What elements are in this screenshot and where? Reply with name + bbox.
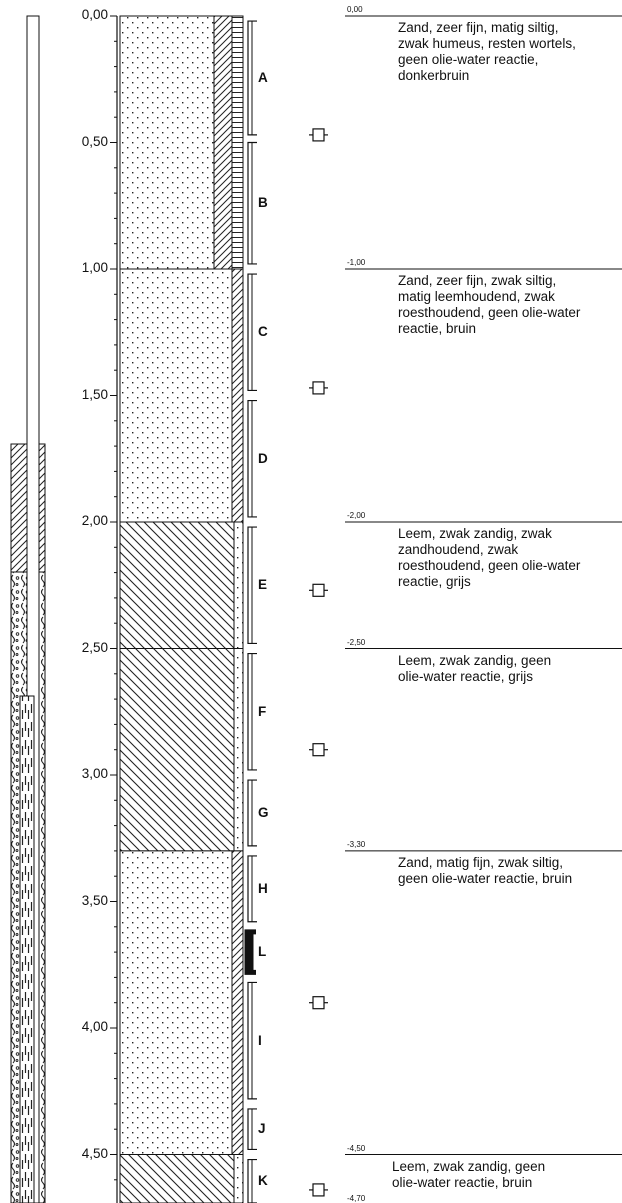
sand-admixture-strip <box>233 521 244 649</box>
description-line: matig leemhoudend, zwak <box>398 289 555 304</box>
description-line: zandhoudend, zwak <box>398 542 519 557</box>
depth-tick-label: 1,50 <box>81 386 108 402</box>
sand-layer <box>119 850 233 1156</box>
sample-marker-icon <box>312 1183 325 1197</box>
sand-admixture-strip <box>233 1154 244 1203</box>
sand-admixture-strip <box>233 648 244 852</box>
sand-layer <box>119 268 233 523</box>
loam-layer <box>119 521 235 649</box>
boundary-depth-label: -2,00 <box>347 511 366 520</box>
bentonite-seal-left <box>10 443 28 573</box>
depth-tick-label: 3,00 <box>81 766 108 781</box>
sample-label: E <box>258 577 268 593</box>
loam-layer <box>119 648 235 852</box>
layer-description: Zand, matig fijn, zwak siltig,geen olie-… <box>398 855 572 887</box>
humus-strip <box>213 15 233 270</box>
description-line: Zand, zeer fijn, zwak siltig, <box>398 273 557 288</box>
description-line: zwak humeus, resten wortels, <box>398 36 576 51</box>
depth-axis <box>110 15 118 1203</box>
sample-marker-icon <box>312 996 325 1010</box>
silt-strip <box>231 15 244 270</box>
loam-admixture-strip <box>231 268 244 523</box>
depth-tick-label: 3,50 <box>81 892 108 908</box>
depth-tick-label: 4,00 <box>81 1019 108 1034</box>
description-boundaries <box>345 15 622 1155</box>
boundary-depth-label: -4,50 <box>347 1143 366 1153</box>
description-line: Zand, zeer fijn, matig siltig, <box>398 20 559 35</box>
sample-marker-icon <box>312 128 325 142</box>
final-depth-label: -4,70 <box>347 1194 366 1203</box>
sample-label: D <box>258 450 268 466</box>
description-line: reactie, bruin <box>398 321 477 336</box>
boundary-depth-label: -1,00 <box>347 258 366 267</box>
gravel-pack-right <box>38 571 46 1203</box>
boundary-depth-label: -3,30 <box>347 839 366 849</box>
boundary-depth-label: 0,00 <box>347 5 363 14</box>
description-line: geen olie-water reactie, bruin <box>398 870 573 886</box>
depth-tick-label: 1,00 <box>81 260 108 275</box>
sample-label: I <box>258 1032 262 1048</box>
sample-marker-icon <box>312 743 325 757</box>
sample-label: F <box>258 703 267 719</box>
sample-label: J <box>258 1121 266 1137</box>
description-line: roesthoudend, geen olie-water <box>398 305 581 320</box>
sample-label: H <box>258 880 268 896</box>
sample-marker-icon <box>312 381 325 395</box>
loam-admixture-strip <box>231 850 244 1156</box>
sample-label: B <box>258 195 268 211</box>
sample-label: G <box>258 804 269 820</box>
description-line: donkerbruin <box>398 68 470 83</box>
description-line: Leem, zwak zandig, geen <box>398 652 552 668</box>
description-line: Leem, zwak zandig, zwak <box>398 526 552 541</box>
sample-label: K <box>258 1173 268 1189</box>
sand-layer <box>119 15 215 270</box>
layer-description: Zand, zeer fijn, matig siltig,zwak humeu… <box>398 20 576 84</box>
boundary-depth-label: -2,50 <box>347 637 366 647</box>
description-line: reactie, grijs <box>398 574 471 589</box>
description-line: Leem, zwak zandig, geen <box>392 1158 546 1174</box>
depth-tick-label: 0,00 <box>81 7 108 22</box>
description-line: olie-water reactie, grijs <box>398 668 534 684</box>
loam-layer <box>119 1154 235 1203</box>
bentonite-seal-right <box>38 443 46 573</box>
well-construction <box>10 15 46 1203</box>
depth-tick-label: 2,00 <box>81 513 108 528</box>
lithology-column <box>119 15 244 1203</box>
description-line: Zand, matig fijn, zwak siltig, <box>398 854 564 870</box>
depth-tick-label: 0,50 <box>81 133 108 149</box>
depth-tick-label: 4,50 <box>81 1145 108 1161</box>
sample-marker-icon <box>312 583 325 597</box>
description-line: roesthoudend, geen olie-water <box>398 558 581 573</box>
depth-tick-label: 2,50 <box>81 639 108 655</box>
description-line: olie-water reactie, bruin <box>392 1174 533 1190</box>
description-line: geen olie-water reactie, <box>398 52 539 67</box>
sample-label: A <box>258 69 268 85</box>
sample-label: L <box>258 944 267 960</box>
sample-intervals <box>244 20 328 1203</box>
sample-label: C <box>258 324 268 340</box>
layer-description: Zand, zeer fijn, zwak siltig,matig leemh… <box>398 273 580 337</box>
well-filter-screen <box>19 695 35 1203</box>
